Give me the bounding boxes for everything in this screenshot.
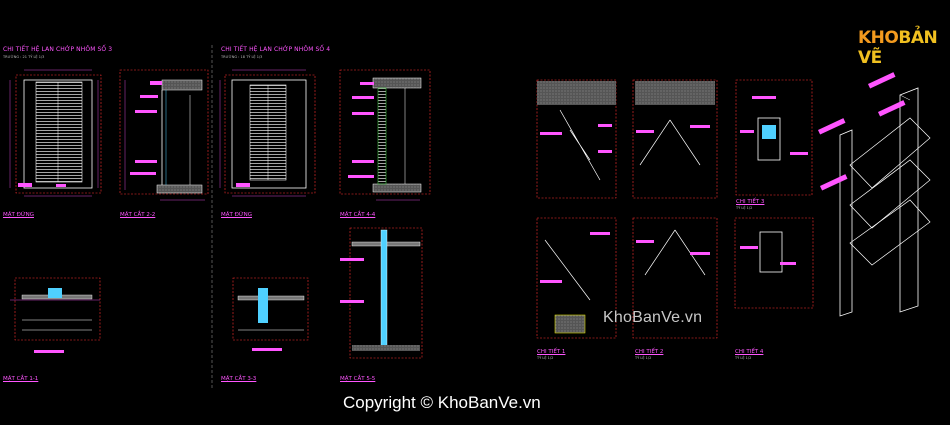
copyright-text: Copyright © KhoBanVe.vn: [343, 393, 541, 412]
caption-mat-cat-4-4: MẶT CẮT 4-4: [340, 212, 376, 218]
detail-4: [734, 217, 814, 309]
caption-chi-tiet-3: CHI TIẾT 3: [736, 199, 765, 205]
khobanve-logo: KHOBẢN VẼ: [852, 24, 940, 68]
section-5-5: [340, 227, 423, 359]
caption-mat-cat-1-1: MẶT CẮT 1-1: [3, 376, 39, 382]
caption-chi-tiet-4-scale: TỶ LỆ 1/2: [735, 356, 752, 360]
caption-mat-cat-2-2: MẶT CẮT 2-2: [120, 212, 156, 218]
detail-1: [536, 79, 617, 339]
caption-chi-tiet-1: CHI TIẾT 1: [537, 349, 566, 355]
subtitle-lan-chop-4: TRƯỜNG : 18 TỶ LỆ 1/3: [221, 55, 263, 59]
caption-chi-tiet-2-scale: TỶ LỆ 1/2: [635, 356, 652, 360]
caption-mat-dung-2: MẶT ĐỨNG: [221, 212, 252, 218]
caption-mat-cat-3-3: MẶT CẮT 3-3: [221, 376, 257, 382]
title-lan-chop-4: CHI TIẾT HỆ LAN CHỚP NHÔM SỐ 4: [221, 46, 331, 53]
elevation-left: [9, 69, 102, 197]
caption-mat-dung-1: MẶT ĐỨNG: [3, 212, 34, 218]
section-3-3: [232, 277, 309, 351]
caption-chi-tiet-1-scale: TỶ LỆ 1/2: [537, 356, 554, 360]
caption-chi-tiet-4: CHI TIẾT 4: [735, 349, 764, 355]
logo-text-kho: KHO: [858, 28, 899, 48]
title-lan-chop-3: CHI TIẾT HỆ LAN CHỚP NHÔM SỐ 3: [3, 46, 113, 53]
detail-2: [632, 79, 718, 339]
logo-text-banve: BẢN VẼ: [858, 28, 938, 68]
elevation-mid: [219, 69, 316, 197]
isometric-louvre: [818, 72, 931, 317]
detail-3: [735, 79, 813, 196]
subtitle-lan-chop-3: TRƯỜNG : 21 TỶ LỆ 1/3: [3, 55, 45, 59]
section-1-1: [10, 277, 101, 353]
section-2-2: [119, 69, 209, 201]
caption-chi-tiet-2: CHI TIẾT 2: [635, 349, 664, 355]
section-4-4: [339, 69, 431, 201]
watermark-text: KhoBanVe.vn: [603, 309, 703, 326]
caption-chi-tiet-3-scale: TỶ LỆ 1/2: [736, 206, 753, 210]
caption-mat-cat-5-5: MẶT CẮT 5-5: [340, 376, 376, 382]
